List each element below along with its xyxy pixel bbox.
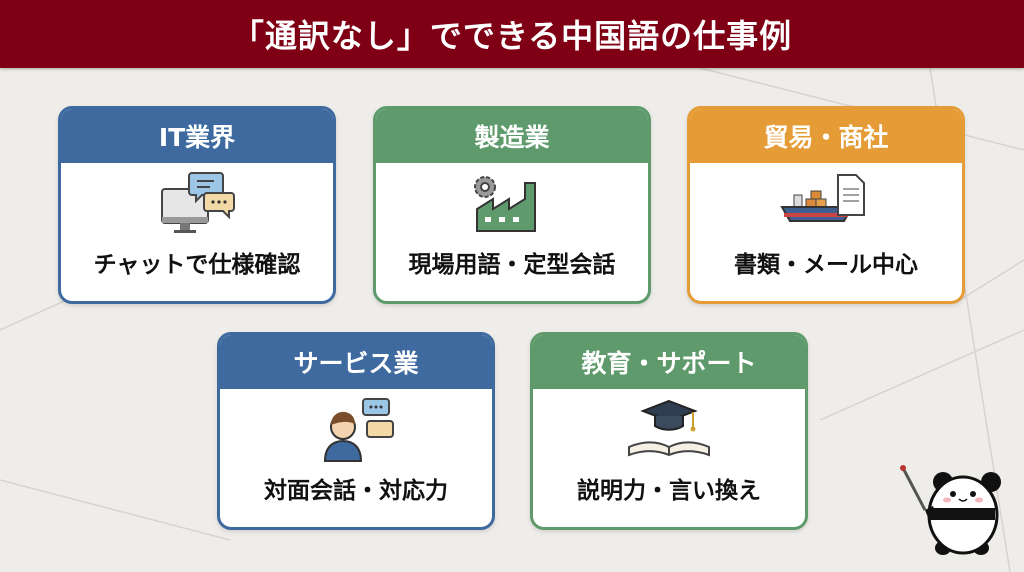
graduation-book-icon bbox=[628, 399, 710, 457]
person-chat-icon bbox=[323, 398, 394, 462]
card-label: 説明力・言い換え bbox=[577, 478, 761, 504]
card-label: 現場用語・定型会話 bbox=[408, 252, 616, 278]
cargo-ship-document-icon bbox=[780, 174, 865, 222]
card-label: 対面会話・対応力 bbox=[264, 478, 448, 504]
card-header: 製造業 bbox=[376, 109, 648, 163]
panda-mascot-icon bbox=[900, 465, 1001, 555]
title-bar: 「通訳なし」でできる中国語の仕事例 bbox=[0, 0, 1024, 68]
page-title: 「通訳なし」でできる中国語の仕事例 bbox=[231, 17, 793, 55]
factory-gear-icon bbox=[474, 176, 536, 232]
card-manufacturing: 製造業 現場用語・定型会話 bbox=[373, 106, 651, 304]
card-header: サービス業 bbox=[220, 335, 492, 389]
card-label: 書類・メール中心 bbox=[734, 252, 918, 278]
card-header: 貿易・商社 bbox=[690, 109, 962, 163]
card-service: サービス業 対面会話・対応力 bbox=[217, 332, 495, 530]
computer-chat-icon bbox=[161, 172, 235, 233]
card-it-industry: IT業界 チャットで仕様確認 bbox=[58, 106, 336, 304]
card-header: 教育・サポート bbox=[533, 335, 805, 389]
card-header: IT業界 bbox=[61, 109, 333, 163]
card-trade: 貿易・商社 書類・メール中心 bbox=[687, 106, 965, 304]
card-education: 教育・サポート 説明力・言い換え bbox=[530, 332, 808, 530]
card-label: チャットで仕様確認 bbox=[93, 252, 301, 278]
